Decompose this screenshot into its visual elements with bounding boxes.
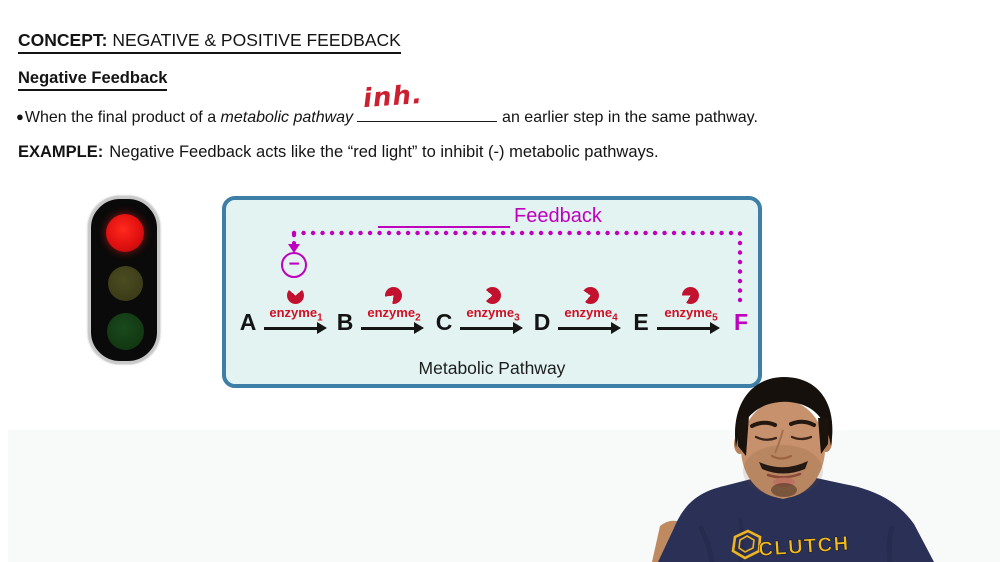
feedback-dotted-path xyxy=(288,230,743,303)
pathway-arrow-4 xyxy=(558,322,621,334)
enzyme-icon-3 xyxy=(484,287,501,304)
red-light-on xyxy=(106,214,144,252)
metabolic-pathway-diagram: Feedback − A B C D E F enzyme1 enzyme2 e… xyxy=(222,196,762,388)
bullet-text-post: an earlier step in the same pathway. xyxy=(502,109,758,126)
section-heading: Negative Feedback xyxy=(18,69,168,91)
enzyme-label-1: enzyme1 xyxy=(269,305,323,324)
pathway-caption: Metabolic Pathway xyxy=(418,358,566,378)
enzyme-label-4: enzyme4 xyxy=(564,305,618,324)
enzyme-icon-2 xyxy=(385,287,402,304)
green-light-off xyxy=(107,313,144,350)
bullet-text-italic: metabolic pathway xyxy=(220,109,354,126)
pathway-node-d: D xyxy=(533,309,551,335)
example-label: EXAMPLE: xyxy=(18,143,104,161)
pathway-node-c: C xyxy=(435,309,453,335)
enzyme-icon-1 xyxy=(287,287,304,304)
shirt-logo-hexagon-icon xyxy=(731,529,762,560)
example-line: EXAMPLE: Negative Feedback acts like the … xyxy=(18,143,659,162)
pathway-node-f: F xyxy=(733,309,749,335)
enzyme-icon-4 xyxy=(582,287,599,304)
pathway-arrow-1 xyxy=(264,322,327,334)
instructor-hair xyxy=(735,377,833,448)
enzyme-label-5: enzyme5 xyxy=(664,305,718,324)
concept-title: NEGATIVE & POSITIVE FEEDBACK xyxy=(112,30,401,50)
bullet-text-pre: When the final product of a xyxy=(24,109,221,126)
traffic-light xyxy=(88,196,160,364)
instructor-figure: CLUTCH xyxy=(652,377,934,562)
pathway-node-a: A xyxy=(239,309,257,335)
yellow-light-off xyxy=(108,266,143,301)
example-text: Negative Feedback acts like the “red lig… xyxy=(109,143,659,161)
feedback-fill-blank xyxy=(378,211,510,228)
handwritten-answer: inh. xyxy=(362,79,424,115)
webcam-overlay: CLUTCH xyxy=(652,377,934,562)
bullet-point: ●When the final product of a metabolic p… xyxy=(16,80,758,127)
bullet-icon: ● xyxy=(16,109,24,124)
pathway-node-b: B xyxy=(336,309,354,335)
pathway-arrow-2 xyxy=(361,322,424,334)
enzyme-label-2: enzyme2 xyxy=(367,305,421,324)
concept-label: CONCEPT: xyxy=(18,30,108,50)
pathway-arrow-5 xyxy=(657,322,720,334)
feedback-label: Feedback xyxy=(514,205,602,227)
enzyme-icon-5 xyxy=(682,287,699,304)
enzyme-label-3: enzyme3 xyxy=(466,305,520,324)
inhibition-minus-icon: − xyxy=(281,252,307,278)
instructor-shirt xyxy=(658,476,934,562)
fill-in-blank: inh. xyxy=(357,80,498,122)
pathway-node-e: E xyxy=(633,309,649,335)
page-title: CONCEPT: NEGATIVE & POSITIVE FEEDBACK xyxy=(18,30,401,54)
pathway-arrow-3 xyxy=(460,322,523,334)
